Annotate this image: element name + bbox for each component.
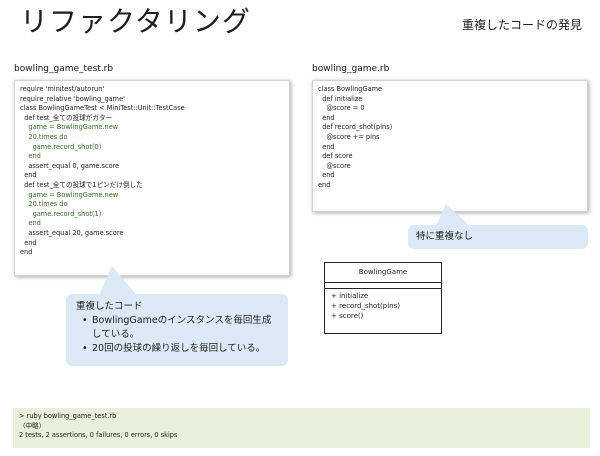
code-line: class BowlingGameTest < MiniTest::Unit::… <box>20 104 185 113</box>
callout-bullet: 20回の投球の繰り返しを毎回している。 <box>82 342 278 356</box>
code-line: assert_equal 20, game.score <box>20 228 124 237</box>
uml-class-name: BowlingGame <box>325 263 441 283</box>
code-line: end <box>318 180 331 189</box>
console-output: > ruby bowling_game_test.rb （中略） 2 tests… <box>13 408 590 448</box>
callout-bullet: BowlingGameのインスタンスを毎回生成している。 <box>82 314 278 342</box>
code-line: @score += pins <box>318 132 380 141</box>
code-line-duplicate: game = BowlingGame.new <box>20 190 119 199</box>
impl-code-panel: class BowlingGame def initialize @score … <box>312 80 588 212</box>
code-line: def test_全ての投球で1ピンだけ倒した <box>20 180 143 189</box>
callout-none: 特に重複なし <box>408 225 588 249</box>
test-code-panel: require 'minitest/autorun' require_relat… <box>14 80 290 276</box>
code-line-duplicate: game.record_shot(0) <box>20 142 102 151</box>
code-line: def record_shot(pins) <box>318 123 393 132</box>
code-line: class BowlingGame <box>318 85 383 93</box>
uml-operation: + score() <box>331 312 364 320</box>
callout-none-text: 特に重複なし <box>416 231 474 242</box>
code-line: end <box>318 171 335 180</box>
code-line: end <box>318 142 335 151</box>
code-line-duplicate: game.record_shot(1) <box>20 209 102 218</box>
uml-operations: + initialize + record_shot(pins) + score… <box>325 289 441 323</box>
console-line: 2 tests, 2 assertions, 0 failures, 0 err… <box>19 431 178 440</box>
code-line-duplicate: end <box>20 219 41 228</box>
uml-attributes <box>325 283 441 289</box>
code-line: def initialize <box>318 94 363 103</box>
code-line: def score <box>318 152 353 161</box>
code-line: @score = 0 <box>318 104 365 113</box>
uml-operation: + record_shot(pins) <box>331 302 400 310</box>
code-line-duplicate: game = BowlingGame.new <box>20 123 119 132</box>
code-line: end <box>20 248 33 257</box>
code-line: assert_equal 0, game.score <box>20 161 120 170</box>
code-line: require_relative 'bowling_game' <box>20 94 125 103</box>
console-line: > ruby bowling_game_test.rb <box>19 412 117 420</box>
code-line-duplicate: 20.times do <box>20 132 68 141</box>
console-line: （中略） <box>19 421 46 430</box>
callout-duplicate-list: BowlingGameのインスタンスを毎回生成している。 20回の投球の繰り返し… <box>76 314 278 356</box>
test-filename: bowling_game_test.rb <box>14 64 114 74</box>
code-line: def test_全ての投球がガター <box>20 113 113 122</box>
uml-class-box: BowlingGame + initialize + record_shot(p… <box>324 262 442 334</box>
code-line: end <box>318 113 335 122</box>
callout-duplicate: 重複したコード BowlingGameのインスタンスを毎回生成している。 20回… <box>66 294 288 366</box>
slide-title: リファクタリング <box>20 5 251 38</box>
callout-duplicate-title: 重複したコード <box>76 301 143 312</box>
code-line: end <box>20 171 37 180</box>
code-line: end <box>20 238 37 247</box>
code-line-duplicate: 20.times do <box>20 200 68 209</box>
code-line: require 'minitest/autorun' <box>20 85 105 93</box>
code-line: @score <box>318 161 351 170</box>
impl-filename: bowling_game.rb <box>312 64 390 74</box>
uml-operation: + initialize <box>331 292 369 300</box>
slide-subtitle: 重複したコードの発見 <box>461 18 582 32</box>
code-line-duplicate: end <box>20 152 41 161</box>
